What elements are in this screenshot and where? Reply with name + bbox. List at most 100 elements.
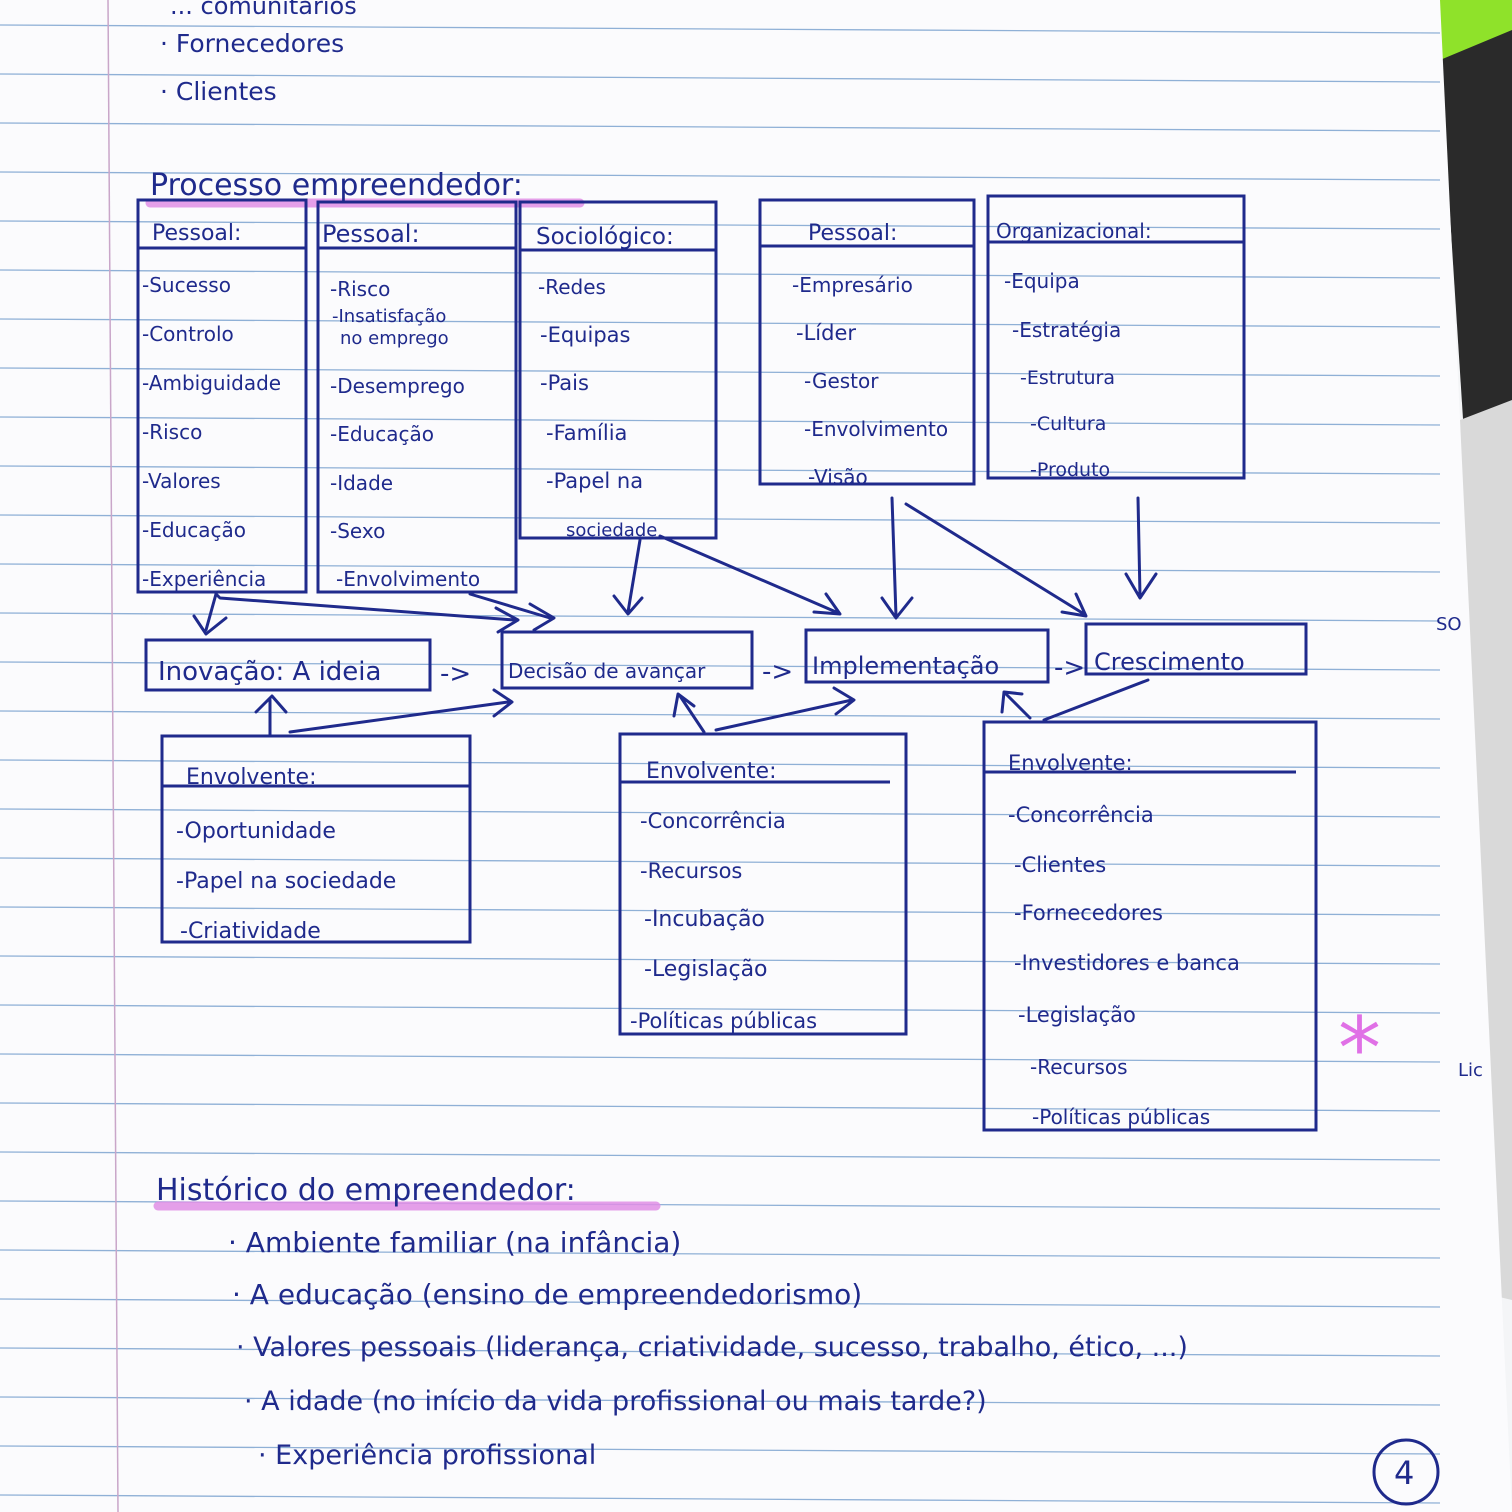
box-item: -Idade — [330, 471, 393, 495]
ruled-line — [0, 1347, 1441, 1357]
ruled-lines — [0, 24, 1441, 1504]
ruled-line — [0, 1249, 1441, 1259]
ruled-line — [0, 857, 1441, 867]
box-item: -Políticas públicas — [630, 1009, 817, 1033]
ruled-line — [0, 710, 1441, 720]
arrow-box1-to-decisao — [214, 592, 520, 634]
ruled-line — [0, 612, 1441, 622]
ruled-line — [0, 1445, 1441, 1455]
arrow-env3-to-crescimento — [1042, 678, 1150, 722]
ruled-line — [0, 171, 1441, 181]
env-box-3: Envolvente: -Concorrência -Clientes -For… — [982, 720, 1318, 1132]
ruled-line — [0, 73, 1441, 83]
arrow-org-to-crescimento — [1124, 496, 1158, 600]
stage-decisao: Decisão de avançar — [500, 630, 754, 690]
stage-arrow: -> — [440, 659, 471, 689]
box-item: -Empresário — [792, 273, 913, 297]
box-item: -Papel na — [546, 469, 643, 493]
stage-crescimento: Crescimento — [1084, 622, 1308, 676]
box-item: -Risco — [142, 420, 202, 444]
ruled-line — [0, 1004, 1441, 1014]
box-item: -Visão — [808, 465, 868, 489]
box-item: -Estratégia — [1012, 318, 1121, 342]
box-title: Envolvente: — [186, 765, 317, 790]
history-title: Histórico do empreendedor: — [156, 1173, 576, 1208]
box-item: -Oportunidade — [176, 819, 336, 844]
list-item: · Clientes — [160, 77, 277, 106]
stage-arrow: -> — [1054, 653, 1085, 683]
box-item: -Políticas públicas — [1032, 1105, 1210, 1129]
ruled-line — [0, 1396, 1441, 1406]
box-title: Pessoal: — [808, 221, 897, 246]
stage-inovacao: Inovação: A ideia — [144, 638, 432, 692]
ruled-line — [0, 1053, 1441, 1063]
ruled-line — [0, 269, 1441, 279]
arrow-box2-to-decisao — [468, 592, 556, 632]
box-item: -Gestor — [804, 369, 879, 393]
box-item: -Educação — [142, 518, 246, 542]
box-item: -Desemprego — [330, 374, 465, 398]
box-item: -Sexo — [330, 519, 385, 543]
ruled-line — [0, 906, 1441, 916]
env-box-1: Envolvente: -Oportunidade -Papel na soci… — [160, 734, 472, 944]
margin-line — [107, 0, 119, 1512]
factor-box-sociologico: Sociológico: -Redes -Equipas -Pais -Famí… — [518, 200, 718, 541]
ruled-line — [0, 1298, 1441, 1308]
box-item: -Equipa — [1004, 269, 1080, 293]
side-fragment: Lic — [1458, 1060, 1483, 1081]
stage-label: Implementação — [812, 652, 999, 680]
box-title: Sociológico: — [536, 224, 674, 250]
ruled-line — [0, 318, 1441, 328]
history-item: · A idade (no início da vida profissiona… — [244, 1386, 987, 1417]
ruled-line — [0, 563, 1441, 573]
arrow-box1-to-inovacao — [192, 592, 228, 636]
ruled-line — [0, 1151, 1441, 1161]
arrow-pessoal3-to-implementacao — [880, 496, 914, 620]
side-fragment: SO — [1436, 614, 1462, 635]
arrow-env2-to-decisao — [672, 692, 706, 734]
box-item: -Fornecedores — [1014, 901, 1163, 925]
list-item: · Fornecedores — [160, 29, 344, 58]
stage-label: Inovação: A ideia — [158, 657, 381, 687]
stage-implementacao: Implementação — [804, 628, 1050, 684]
ruled-line — [0, 661, 1441, 671]
box-item: -Recursos — [1030, 1055, 1128, 1079]
box-item: -Redes — [538, 275, 606, 299]
page-number-circle — [1372, 1438, 1440, 1506]
box-item: -Cultura — [1030, 413, 1106, 435]
box-title: Envolvente: — [646, 759, 777, 784]
arrow-env1-to-decisao — [288, 688, 514, 734]
ruled-line — [0, 465, 1441, 475]
box-item: -Produto — [1030, 459, 1110, 481]
box-title: Envolvente: — [1008, 751, 1133, 775]
ruled-line — [0, 808, 1441, 818]
ruled-line — [0, 24, 1441, 34]
page-number: 4 — [1394, 1454, 1414, 1492]
box-item: -Ambiguidade — [142, 371, 281, 395]
arrow-socio-to-implementacao — [658, 534, 842, 616]
arrow-pessoal3-to-crescimento — [904, 502, 1088, 618]
box-item: -Estrutura — [1020, 367, 1115, 389]
env-box-2: Envolvente: -Concorrência -Recursos -Inc… — [618, 732, 908, 1036]
stage-label: Crescimento — [1094, 648, 1245, 676]
box-item: no emprego — [340, 328, 449, 349]
box-title: Pessoal: — [152, 221, 241, 246]
arrow-socio-to-decisao — [612, 538, 644, 616]
history-item: · Experiência profissional — [258, 1440, 596, 1471]
section-title: Processo empreendedor: — [150, 168, 523, 203]
box-item: -Investidores e banca — [1014, 951, 1240, 975]
ruled-line — [0, 220, 1441, 230]
box-item: -Pais — [540, 371, 589, 395]
arrow-env3-to-implementacao — [1000, 690, 1032, 720]
ruled-line — [0, 955, 1441, 965]
box-item: -Recursos — [640, 859, 742, 883]
ruled-line — [0, 416, 1441, 426]
box-item: sociedade — [566, 520, 657, 541]
box-item: -Legislação — [1018, 1003, 1136, 1027]
box-item: -Controlo — [142, 322, 234, 346]
factor-box-pessoal-3: Pessoal: -Empresário -Líder -Gestor -Env… — [758, 198, 976, 489]
box-item: -Incubação — [644, 907, 765, 932]
ruled-line — [0, 367, 1441, 377]
ruled-line — [0, 1102, 1441, 1112]
